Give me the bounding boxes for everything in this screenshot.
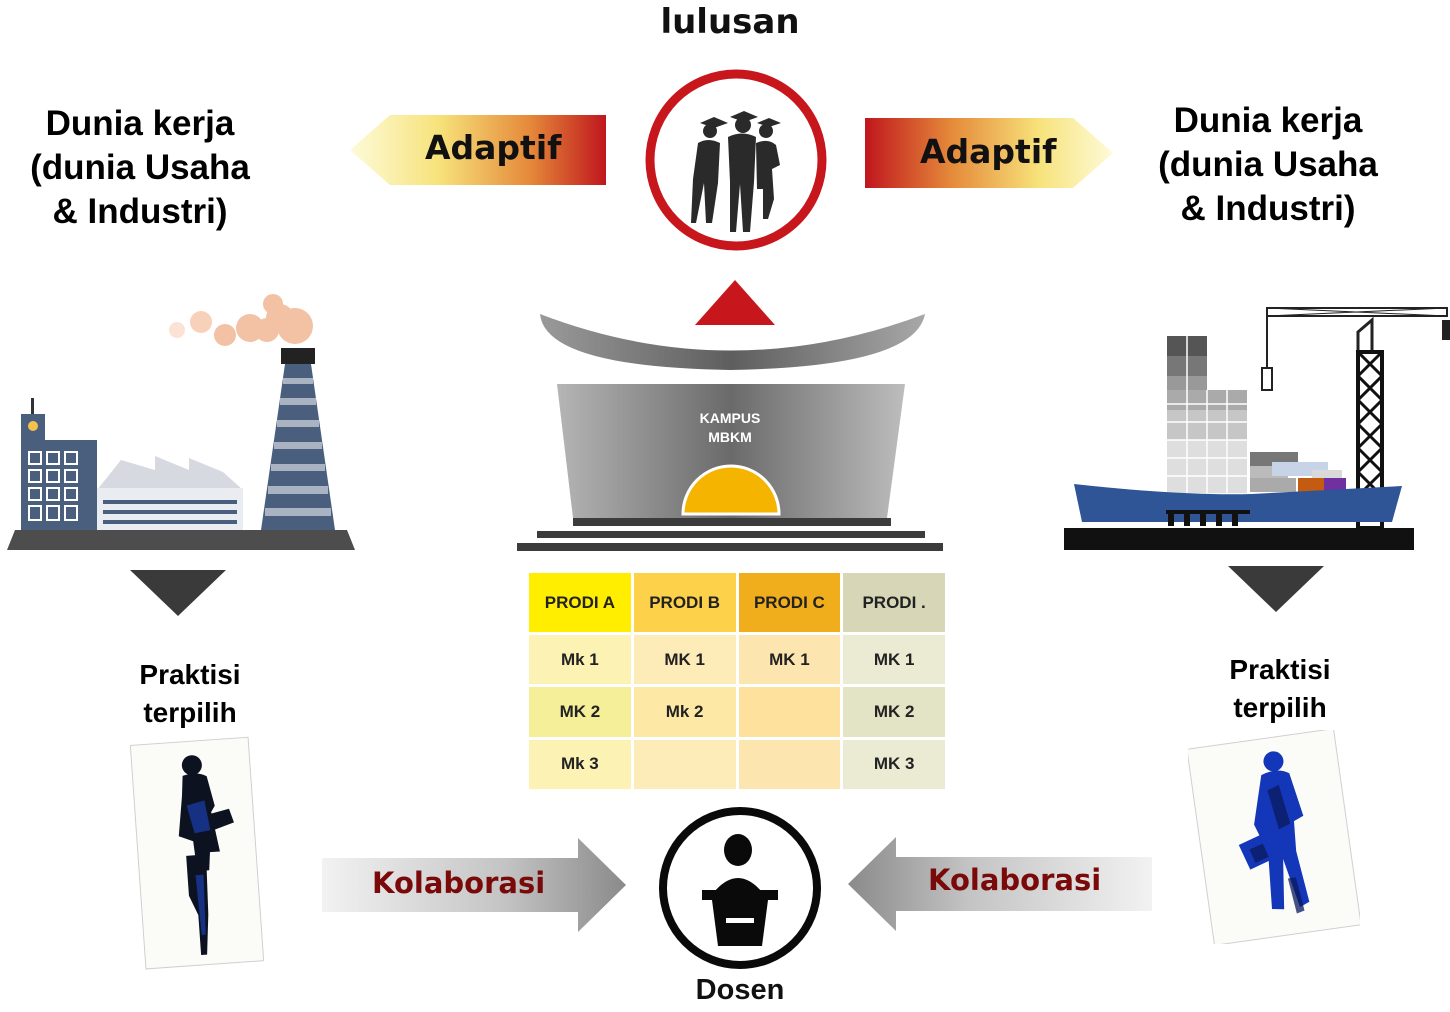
industry-heading-right-line3: & Industri) xyxy=(1180,189,1356,228)
up-arrow-icon xyxy=(695,280,775,325)
collaboration-label-right: Kolaborasi xyxy=(928,863,1102,897)
table-cell: Mk 1 xyxy=(526,631,634,688)
practitioner-label-right: Praktisi terpilih xyxy=(1190,651,1370,727)
lecturer-title: Dosen xyxy=(695,974,785,1006)
table-cell: MK 2 xyxy=(840,684,948,740)
table-cell: MK 3 xyxy=(840,736,948,793)
businessman-sketch-icon xyxy=(1188,730,1360,944)
campus-label-line2: MBKM xyxy=(708,429,752,445)
table-cell: MK 1 xyxy=(840,631,948,688)
table-cell: MK 2 xyxy=(526,684,634,740)
down-arrow-left-icon xyxy=(130,570,226,616)
campus-label: KAMPUS MBKM xyxy=(670,409,790,447)
table-cell: Mk 3 xyxy=(526,736,634,793)
industry-heading-left-line2: (dunia Usaha xyxy=(30,148,250,187)
practitioner-label-right-line2: terpilih xyxy=(1233,692,1327,723)
prodi-table: PRODI A PRODI B PRODI C PRODI . Mk 1 MK … xyxy=(526,570,948,793)
table-cell: MK 1 xyxy=(630,631,739,688)
adaptif-arrow-right xyxy=(865,118,1113,188)
adaptif-arrow-left xyxy=(350,115,606,185)
practitioner-label-left-line2: terpilih xyxy=(143,697,237,728)
down-arrow-right-icon xyxy=(1228,566,1324,612)
campus-label-line1: KAMPUS xyxy=(699,410,761,426)
table-header-prodi-d: PRODI . xyxy=(840,570,948,635)
adaptif-label-right: Adaptif xyxy=(920,132,1057,171)
table-cell xyxy=(630,736,739,793)
table-header-prodi-a: PRODI A xyxy=(526,570,634,635)
collaboration-label-left: Kolaborasi xyxy=(372,866,546,900)
collaboration-arrow-left xyxy=(322,838,626,932)
industry-heading-right-line2: (dunia Usaha xyxy=(1158,145,1378,184)
industry-heading-right: Dunia kerja (dunia Usaha & Industri) xyxy=(1136,99,1400,231)
factory-icon xyxy=(7,294,355,550)
practitioner-label-right-line1: Praktisi xyxy=(1229,654,1331,685)
table-header-row: PRODI A PRODI B PRODI C PRODI . xyxy=(526,570,948,635)
adaptif-label-left: Adaptif xyxy=(425,128,562,167)
table-header-prodi-c: PRODI C xyxy=(735,570,844,635)
collaboration-arrow-right xyxy=(848,837,1152,931)
campus-building-icon xyxy=(517,314,943,551)
table-cell xyxy=(735,684,844,740)
graduates-title: lulusan xyxy=(660,2,800,42)
ship-crane-icon xyxy=(1064,307,1450,550)
table-cell: MK 1 xyxy=(735,631,844,688)
table-header-prodi-b: PRODI B xyxy=(630,570,739,635)
graduates-icon xyxy=(645,69,827,251)
practitioner-label-left-line1: Praktisi xyxy=(139,659,241,690)
industry-heading-left-line1: Dunia kerja xyxy=(45,104,235,143)
table-cell xyxy=(735,736,844,793)
table-row: Mk 3 MK 3 xyxy=(526,736,948,793)
practitioner-label-left: Praktisi terpilih xyxy=(100,656,280,732)
table-cell: Mk 2 xyxy=(630,684,739,740)
businesswoman-sketch-icon xyxy=(129,736,265,970)
lecturer-icon xyxy=(659,807,821,969)
industry-heading-left: Dunia kerja (dunia Usaha & Industri) xyxy=(10,102,270,234)
industry-heading-right-line1: Dunia kerja xyxy=(1173,101,1363,140)
table-row: Mk 1 MK 1 MK 1 MK 1 xyxy=(526,631,948,688)
table-row: MK 2 Mk 2 MK 2 xyxy=(526,684,948,740)
industry-heading-left-line3: & Industri) xyxy=(52,192,228,231)
